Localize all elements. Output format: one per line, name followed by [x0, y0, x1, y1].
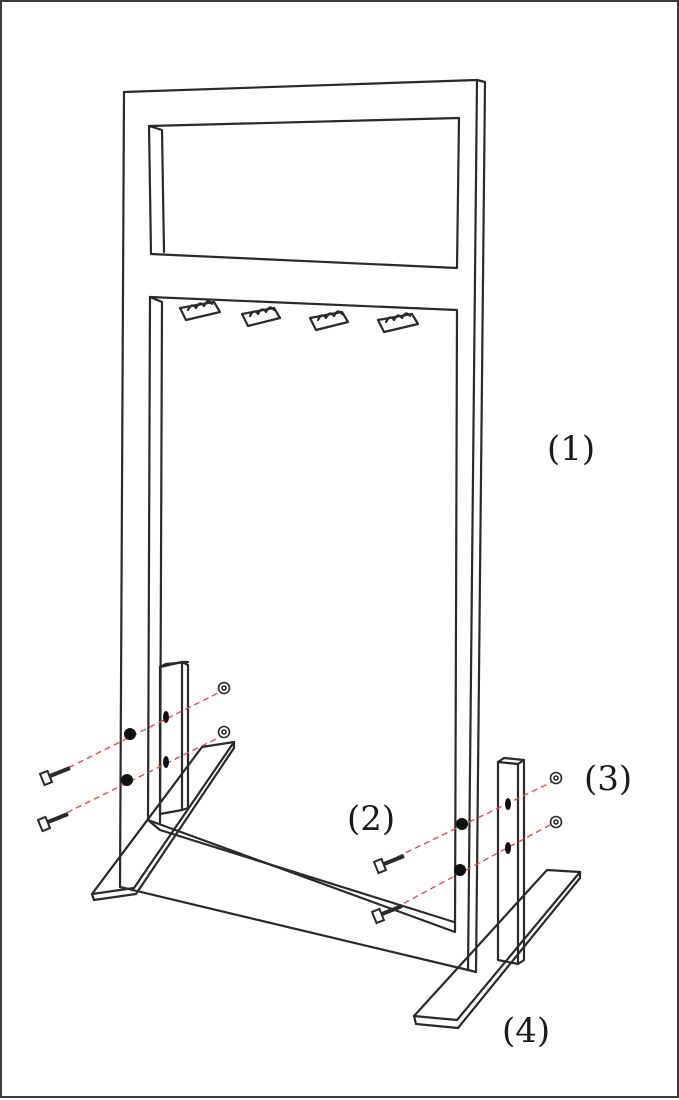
nuts	[217, 681, 563, 829]
wall-hook-icon	[376, 312, 420, 334]
holes	[121, 711, 511, 876]
wall-hook-icon	[308, 310, 350, 332]
part-label-bolt: (2)	[347, 799, 396, 839]
left-foot	[90, 660, 236, 902]
bolt-icon	[36, 812, 69, 833]
bolt-icon	[370, 904, 403, 925]
bolt-icon	[372, 854, 405, 875]
part-label-frame: (1)	[547, 429, 596, 469]
hook-row	[178, 300, 420, 334]
wall-hook-icon	[178, 300, 222, 322]
right-foot	[412, 756, 582, 1030]
bolt-icon	[38, 766, 71, 787]
nut-icon	[549, 815, 563, 829]
main-frame	[118, 78, 487, 974]
part-label-nut: (3)	[584, 759, 633, 799]
nut-icon	[217, 681, 231, 695]
dashed-guides	[57, 691, 553, 909]
wall-hook-icon	[240, 306, 282, 328]
nut-icon	[549, 771, 563, 785]
nut-icon	[217, 725, 231, 739]
bolts	[36, 766, 405, 925]
part-label-foot: (4)	[502, 1011, 551, 1051]
